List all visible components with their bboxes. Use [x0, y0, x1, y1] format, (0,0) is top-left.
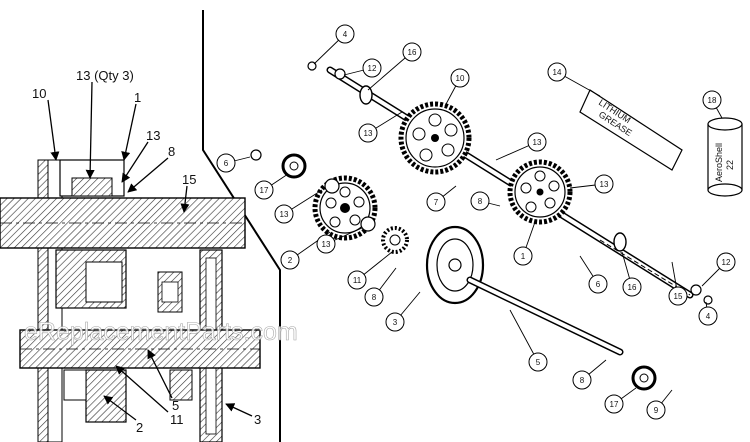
callout-number: 12	[722, 258, 731, 267]
section-callout: 15	[182, 172, 196, 187]
gear-2	[312, 175, 378, 241]
callout-bubble	[335, 24, 355, 44]
callout-bubble	[385, 312, 405, 332]
callout-number: 13	[322, 240, 331, 249]
callout-bubble	[470, 191, 490, 211]
grease-tube-14: LITHIUM GREASE	[579, 89, 683, 171]
callout-bubble	[646, 400, 666, 420]
can-text: AeroShell	[714, 143, 724, 182]
section-callout: 2	[136, 420, 143, 435]
washer	[324, 178, 340, 194]
upper-gear-hub	[71, 177, 113, 197]
callout-number: 3	[393, 318, 398, 327]
callout-number: 9	[654, 406, 659, 415]
section-callout: 8	[168, 144, 175, 159]
can-text: 22	[725, 160, 735, 170]
callout-number: 15	[674, 292, 683, 301]
washer-12	[690, 284, 702, 296]
callout-bubble	[450, 68, 470, 88]
callout-bubble	[402, 42, 422, 62]
callout-number: 17	[260, 186, 269, 195]
callout-bubble	[216, 153, 236, 173]
section-callout: 13 (Qty 3)	[76, 68, 134, 83]
callout-bubble	[362, 58, 382, 78]
leader-lines	[225, 33, 727, 411]
callout-bubble	[698, 306, 718, 326]
washer	[360, 216, 376, 232]
exploded-view: LITHIUM GREASE AeroShell 22 412161014181…	[216, 24, 743, 420]
callout-number: 5	[536, 358, 541, 367]
callout-bubble	[254, 180, 274, 200]
callout-number: 11	[353, 276, 362, 285]
callout-number: 6	[224, 159, 229, 168]
callout-bubble	[527, 132, 547, 152]
section-callout: 13	[146, 128, 160, 143]
bearing-17-upper	[281, 153, 307, 179]
callout-number: 4	[343, 30, 348, 39]
callout-number: 10	[456, 74, 465, 83]
callout-number: 8	[478, 197, 483, 206]
section-callout: 10	[32, 86, 46, 101]
callout-number: 6	[596, 280, 601, 289]
bottom-gear	[85, 369, 127, 423]
callout-bubble	[572, 370, 592, 390]
callout-bubble	[622, 277, 642, 297]
callout-number: 13	[533, 138, 542, 147]
nut-6	[250, 149, 262, 161]
callout-number: 8	[580, 376, 585, 385]
bushing-16	[359, 85, 373, 105]
callout-bubble	[280, 250, 300, 270]
callout-bubble	[588, 274, 608, 294]
grease-can-18: AeroShell 22	[707, 117, 743, 197]
leader-line	[509, 309, 539, 363]
gear-1	[507, 159, 573, 225]
section-callout: 3	[254, 412, 261, 427]
gear-11	[381, 226, 409, 254]
callout-bubble	[528, 352, 548, 372]
callout-number: 13	[280, 210, 289, 219]
nut-4	[703, 295, 713, 305]
washer-12	[334, 68, 346, 80]
callout-bubble	[316, 234, 336, 254]
callout-bubble	[668, 286, 688, 306]
bushing-16	[613, 232, 627, 252]
callout-bubble	[513, 246, 533, 266]
callout-bubble	[702, 90, 722, 110]
callout-number: 4	[706, 312, 711, 321]
watermark: eReplacementParts.com	[24, 318, 298, 346]
callout-bubble	[604, 394, 624, 414]
callout-number: 12	[368, 64, 377, 73]
callout-number: 2	[288, 256, 293, 265]
section-callout: 5	[172, 398, 179, 413]
callout-number: 7	[434, 198, 439, 207]
callout-bubble	[358, 123, 378, 143]
callout-number: 13	[600, 180, 609, 189]
section-view: 10 13 (Qty 3) 1 13 8 15 5 11 2 3	[0, 10, 281, 442]
callout-bubble	[347, 270, 367, 290]
pulley-3	[425, 225, 485, 305]
callout-bubble	[547, 62, 567, 82]
callout-number: 16	[628, 283, 637, 292]
callout-number: 13	[364, 129, 373, 138]
bearing-17-lower	[631, 365, 657, 391]
callout-number: 1	[521, 252, 526, 261]
section-callout: 11	[170, 412, 184, 427]
callout-number: 8	[372, 293, 377, 302]
callout-bubble	[426, 192, 446, 212]
leader-line	[367, 51, 413, 91]
callout-bubble	[594, 174, 614, 194]
callout-number: 14	[553, 68, 562, 77]
callout-bubble	[274, 204, 294, 224]
callout-bubble	[716, 252, 736, 272]
callout-number: 18	[708, 96, 717, 105]
section-callout: 1	[134, 90, 141, 105]
callout-bubble	[364, 287, 384, 307]
callout-number: 16	[408, 48, 417, 57]
gear-10	[398, 101, 472, 175]
callout-number: 17	[610, 400, 619, 409]
